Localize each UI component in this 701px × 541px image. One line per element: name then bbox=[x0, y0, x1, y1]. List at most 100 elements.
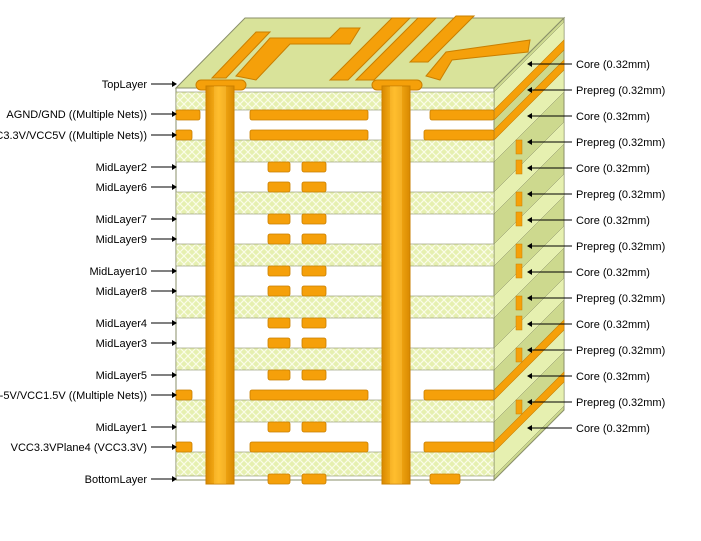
left-layer-label: MidLayer8 bbox=[96, 286, 147, 298]
right-arrow-head bbox=[527, 269, 532, 275]
top-trace-diag-4 bbox=[210, 31, 272, 79]
right-arrow-head bbox=[527, 373, 532, 379]
plane-vcc-left bbox=[175, 129, 193, 141]
left-arrow-head bbox=[172, 392, 177, 398]
left-arrow-head bbox=[172, 444, 177, 450]
left-layer-label: MidLayer1 bbox=[96, 422, 147, 434]
right-material-label: Prepreg (0.32mm) bbox=[576, 397, 665, 409]
left-arrow-head bbox=[172, 236, 177, 242]
dielectric-band bbox=[175, 191, 495, 215]
left-arrow-head bbox=[172, 184, 177, 190]
right-arrow-head bbox=[527, 243, 532, 249]
signal-pad bbox=[301, 233, 327, 245]
right-material-label: Prepreg (0.32mm) bbox=[576, 345, 665, 357]
left-arrow-head bbox=[172, 132, 177, 138]
signal-pad bbox=[301, 421, 327, 433]
left-layer-label: MidLayer4 bbox=[96, 318, 147, 330]
signal-pad bbox=[301, 161, 327, 173]
left-arrow-head bbox=[172, 320, 177, 326]
signal-pad bbox=[267, 285, 291, 297]
signal-pad bbox=[267, 317, 291, 329]
side-copper-pad bbox=[515, 139, 523, 155]
top-trace-right bbox=[425, 39, 531, 81]
right-material-label: Prepreg (0.32mm) bbox=[576, 241, 665, 253]
via-left bbox=[195, 79, 247, 485]
via-right bbox=[371, 79, 423, 485]
right-arrow-head bbox=[527, 399, 532, 405]
left-arrow-head bbox=[172, 476, 177, 482]
signal-pad bbox=[267, 265, 291, 277]
left-layer-label: MidLayer3 bbox=[96, 338, 147, 350]
top-trace-left bbox=[235, 27, 361, 81]
right-material-label: Core (0.32mm) bbox=[576, 319, 650, 331]
left-layer-label: MidLayer10 bbox=[90, 266, 147, 278]
right-material-label: Prepreg (0.32mm) bbox=[576, 137, 665, 149]
bottom-pad bbox=[429, 473, 461, 485]
plane-vcc-right bbox=[423, 129, 495, 141]
plane-5v-mid bbox=[249, 389, 369, 401]
signal-pad bbox=[267, 161, 291, 173]
signal-pad bbox=[301, 181, 327, 193]
left-layer-label: TopLayer bbox=[102, 79, 148, 91]
right-material-label: Core (0.32mm) bbox=[576, 163, 650, 175]
plane-vcc33-mid bbox=[249, 441, 369, 453]
side-copper-pad bbox=[515, 191, 523, 207]
right-arrow-head bbox=[527, 347, 532, 353]
left-arrow-head bbox=[172, 340, 177, 346]
signal-pad bbox=[301, 285, 327, 297]
right-arrow-head bbox=[527, 295, 532, 301]
right-arrow-head bbox=[527, 425, 532, 431]
left-arrow-head bbox=[172, 288, 177, 294]
right-arrow-head bbox=[527, 191, 532, 197]
plane-gnd-left bbox=[175, 109, 201, 121]
left-layer-label: VCC3.3VPlane4 (VCC3.3V) bbox=[11, 442, 147, 454]
right-material-labels: Core (0.32mm) Prepreg (0.32mm) Core (0.32m… bbox=[527, 59, 665, 435]
plane-5v-left bbox=[175, 389, 193, 401]
left-layer-label: AGND/GND ((Multiple Nets)) bbox=[6, 109, 147, 121]
right-material-label: Core (0.32mm) bbox=[576, 423, 650, 435]
side-copper-pad bbox=[515, 211, 523, 227]
signal-pad bbox=[301, 213, 327, 225]
top-trace-diag-2 bbox=[354, 17, 438, 81]
signal-pad bbox=[267, 337, 291, 349]
side-copper-pad bbox=[515, 263, 523, 279]
plane-vcc-mid bbox=[249, 129, 369, 141]
right-arrow-head bbox=[527, 165, 532, 171]
left-layer-label: MidLayer2 bbox=[96, 162, 147, 174]
right-arrow-head bbox=[527, 87, 532, 93]
left-layer-label: MidLayer7 bbox=[96, 214, 147, 226]
right-material-label: Prepreg (0.32mm) bbox=[576, 85, 665, 97]
plane-gnd-mid bbox=[249, 109, 369, 121]
side-copper-pad bbox=[515, 399, 523, 415]
side-copper-pad bbox=[515, 295, 523, 311]
signal-pad bbox=[301, 265, 327, 277]
right-material-label: Core (0.32mm) bbox=[576, 267, 650, 279]
right-arrow-head bbox=[527, 61, 532, 67]
signal-pad bbox=[267, 369, 291, 381]
right-material-label: Prepreg (0.32mm) bbox=[576, 293, 665, 305]
bottom-pad bbox=[301, 473, 327, 485]
right-material-label: Core (0.32mm) bbox=[576, 215, 650, 227]
left-layer-label: MidLayer6 bbox=[96, 182, 147, 194]
signal-pad bbox=[267, 213, 291, 225]
right-arrow-head bbox=[527, 217, 532, 223]
signal-pad bbox=[267, 233, 291, 245]
right-arrow-head bbox=[527, 321, 532, 327]
left-arrow-head bbox=[172, 216, 177, 222]
left-layer-label: MidLayer9 bbox=[96, 234, 147, 246]
signal-pad bbox=[301, 317, 327, 329]
right-arrow-head bbox=[527, 139, 532, 145]
left-arrow-head bbox=[172, 111, 177, 117]
plane-gnd-right bbox=[429, 109, 495, 121]
dielectric-band bbox=[175, 295, 495, 319]
right-material-label: Core (0.32mm) bbox=[576, 59, 650, 71]
top-trace-diag-3 bbox=[408, 15, 476, 63]
left-arrow-head bbox=[172, 164, 177, 170]
left-layer-label: -5V/VCC1.5V ((Multiple Nets)) bbox=[0, 390, 147, 402]
right-material-label: Prepreg (0.32mm) bbox=[576, 189, 665, 201]
side-copper-pad bbox=[515, 347, 523, 363]
side-copper-pad bbox=[515, 159, 523, 175]
signal-pad bbox=[301, 369, 327, 381]
